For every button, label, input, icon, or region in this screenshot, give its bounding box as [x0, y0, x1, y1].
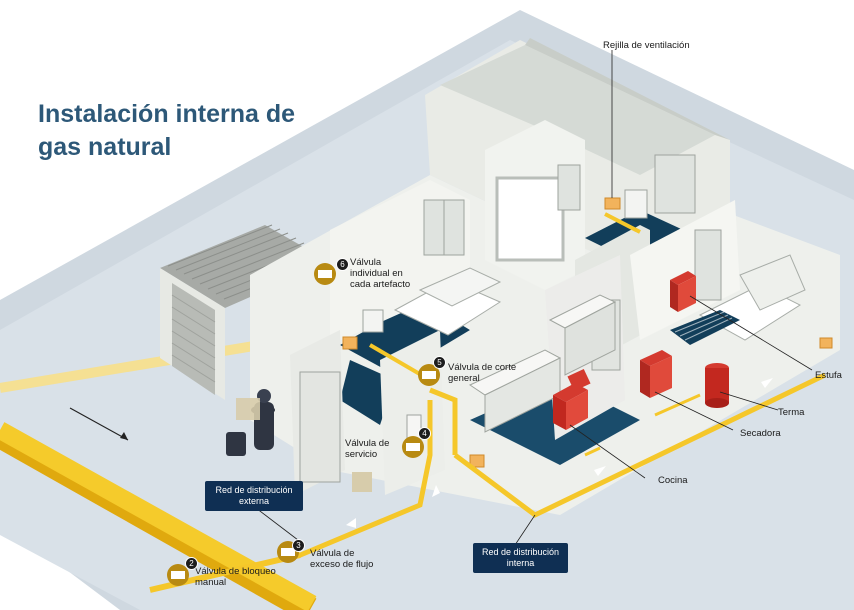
stove-appliance	[553, 395, 566, 430]
label-valvula-bloqueo: Válvula de bloqueo manual	[195, 566, 276, 588]
valve-number-2: 2	[185, 557, 198, 570]
valve-number-3: 3	[292, 539, 305, 552]
label-cocina: Cocina	[658, 475, 688, 486]
label-terma: Terma	[778, 407, 805, 418]
valve-icons	[167, 263, 440, 586]
badge-red-externa: Red de distribución externa	[205, 481, 303, 511]
diagram-title: Instalación interna de gas natural	[38, 100, 296, 161]
label-valvula-corte: Válvula de corte general	[448, 362, 517, 384]
label-valvula-exceso: Válvula de exceso de flujo	[310, 548, 374, 570]
valve-number-4: 4	[418, 427, 431, 440]
badge-red-interna: Red de distribución interna	[473, 543, 568, 573]
dryer-appliance	[640, 360, 650, 398]
garage-door	[172, 283, 215, 395]
valve-number-5: 5	[433, 356, 446, 369]
service-pipe	[297, 400, 433, 559]
external-main-pipe	[0, 422, 317, 610]
label-secadora: Secadora	[740, 428, 781, 439]
leader-lines	[255, 50, 813, 546]
heater-appliance	[670, 280, 678, 312]
water-heater	[705, 368, 729, 403]
picture-frame	[495, 176, 565, 262]
label-rejilla: Rejilla de ventilación	[603, 40, 690, 51]
label-valvula-individual: Válvula individual en cada artefacto	[350, 257, 411, 290]
label-valvula-servicio: Válvula de servicio	[345, 438, 390, 460]
label-estufa: Estufa	[815, 370, 842, 381]
valve-number-6: 6	[336, 258, 349, 271]
